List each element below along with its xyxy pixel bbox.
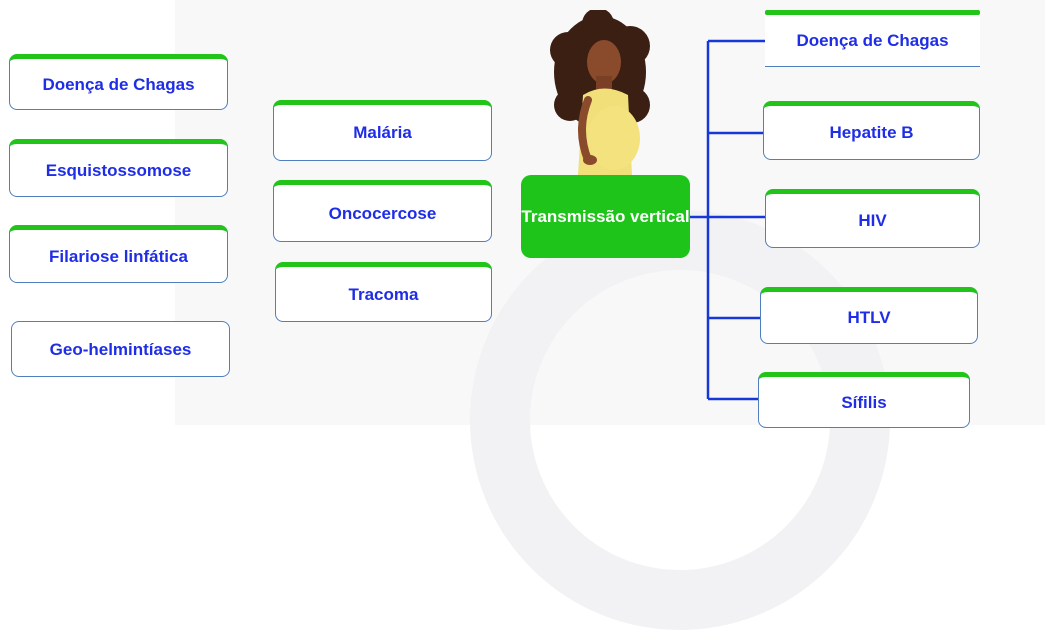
connector-lines — [690, 39, 765, 401]
left-box-label: Esquistossomose — [45, 160, 192, 180]
right-box-label: Sífilis — [841, 392, 887, 412]
middle-box-oncocercose: Oncocercose — [273, 180, 492, 242]
right-box-label: HIV — [858, 211, 887, 230]
center-node-transmissao-vertical: Transmissão vertical — [521, 175, 690, 258]
left-box-doenca-de-chagas: Doença de Chagas — [9, 54, 228, 110]
right-box-label: HTLV — [847, 308, 891, 327]
left-box-label: Doença de Chagas — [42, 74, 195, 94]
right-box-doenca-de-chagas: Doença de Chagas — [765, 15, 980, 67]
left-box-esquistossomose: Esquistossomose — [9, 139, 228, 197]
middle-box-tracoma: Tracoma — [275, 262, 492, 322]
left-box-label: Filariose linfática — [49, 246, 188, 266]
middle-box-malaria: Malária — [273, 100, 492, 161]
middle-box-label: Oncocercose — [328, 203, 437, 223]
right-box-sifilis: Sífilis — [758, 372, 970, 428]
right-box-hiv: HIV — [765, 189, 980, 248]
pregnant-woman-icon — [550, 10, 650, 175]
left-box-filariose-linfatica: Filariose linfática — [9, 225, 228, 283]
right-box-1-green-bar — [765, 10, 980, 15]
left-box-geo-helmintiases: Geo-helmintíases — [11, 321, 230, 377]
left-box-label: Geo-helmintíases — [49, 339, 192, 359]
right-box-label: Doença de Chagas — [796, 31, 949, 50]
middle-box-label: Malária — [353, 123, 412, 142]
right-box-label: Hepatite B — [829, 123, 914, 142]
right-box-hepatite-b: Hepatite B — [763, 101, 980, 160]
center-node-label: Transmissão vertical — [521, 207, 690, 226]
middle-box-label: Tracoma — [348, 284, 419, 304]
right-box-htlv: HTLV — [760, 287, 978, 344]
